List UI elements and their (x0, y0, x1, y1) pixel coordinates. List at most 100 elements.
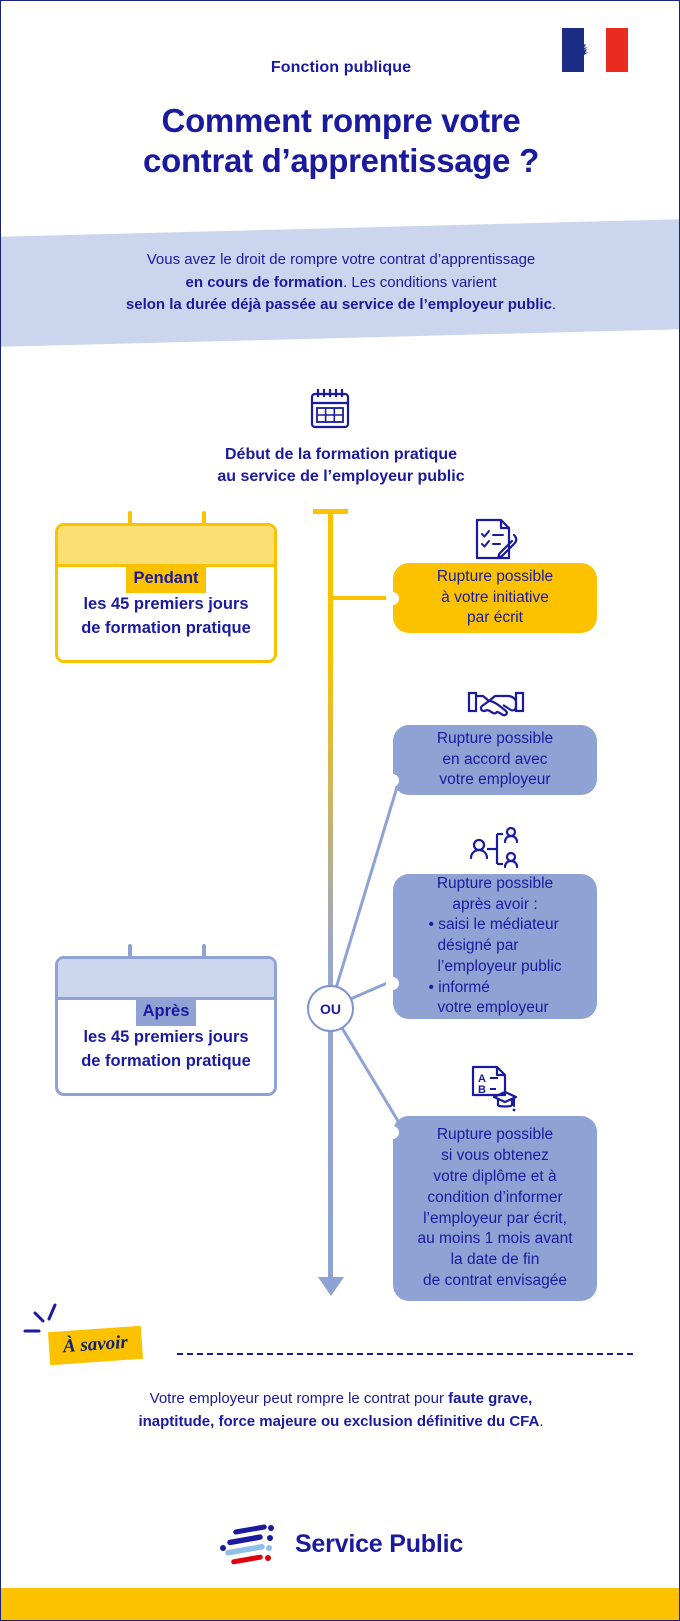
period-card-band (58, 526, 274, 567)
timeline-arrow-icon (318, 1277, 344, 1296)
callout-line: condition d’informer (427, 1188, 563, 1206)
period-line-2: de formation pratique (81, 618, 251, 637)
intro-text-1: Vous avez le droit de rompre votre contr… (146, 251, 536, 268)
period-card-body (55, 523, 277, 663)
title-line-2: contrat d’apprentissage ? (143, 142, 539, 180)
period-card-text: Après les 45 premiers jours de formation… (55, 999, 277, 1074)
callout-bullet-line: votre employeur (437, 999, 549, 1017)
bottom-accent-strip (1, 1588, 679, 1620)
callout-line: par écrit (466, 609, 523, 627)
svg-text:A: A (478, 1073, 486, 1085)
note-line-1: Votre employeur peut rompre le contrat p… (1, 1387, 679, 1410)
mediator-icon (469, 827, 519, 869)
note-text-1: Votre employeur peut rompre le contrat p… (149, 1390, 449, 1407)
note-divider (177, 1353, 633, 1355)
callout-text: Rupture possible après avoir : • saisi l… (428, 874, 561, 1019)
svg-text:B: B (478, 1084, 486, 1096)
callout-connector-knob (386, 1126, 399, 1139)
note-text-2-bold: inaptitude, force majeure ou exclusion d… (138, 1413, 540, 1431)
intro-line-2: en cours de formation. Les conditions va… (1, 272, 679, 295)
sparkle-icon (23, 1303, 57, 1333)
calendar-icon (310, 389, 350, 429)
callout-line: en accord avec (442, 750, 548, 768)
intro-paragraph: Vous avez le droit de rompre votre contr… (1, 249, 679, 317)
callout-line: si vous obtenez (441, 1147, 549, 1165)
callout-bullet-line: désigné par (437, 937, 519, 955)
intro-text-2: . Les conditions varient (343, 273, 497, 291)
callout-bullet-line: • saisi le médiateur (428, 916, 559, 934)
callout-card-accord: Rupture possible en accord avec votre em… (386, 725, 597, 795)
intro-text-3: . (551, 296, 557, 313)
period-pill-apres: Après (135, 999, 197, 1026)
callout-line: votre diplôme et à (433, 1167, 557, 1185)
period-line-1: les 45 premiers jours (83, 1027, 249, 1046)
timeline-heading: Début de la formation pratique au servic… (1, 444, 679, 487)
document-pen-icon (475, 518, 518, 560)
kicker-label: Fonction publique (270, 59, 412, 76)
callout-line: à votre initiative (441, 588, 549, 606)
timeline-heading-line-1: Début de la formation pratique (224, 446, 457, 463)
marianne-icon (584, 36, 589, 64)
callout-connector-knob (386, 977, 399, 990)
calendar-ring-right (201, 511, 206, 533)
flag-blue-band (562, 28, 584, 72)
callout-line: la date de fin (450, 1251, 540, 1269)
french-flag-logo (562, 28, 628, 72)
period-card-text: Pendant les 45 premiers jours de formati… (55, 566, 277, 641)
footer-logo-text: Service Public (294, 1529, 464, 1558)
period-line-2: de formation pratique (81, 1051, 251, 1070)
callout-text: Rupture possible si vous obtenez votre d… (417, 1125, 572, 1291)
timeline-heading-line-2: au service de l’employeur public (217, 467, 465, 485)
period-pill-pendant: Pendant (126, 566, 206, 593)
callout-card-diplome: Rupture possible si vous obtenez votre d… (386, 1116, 597, 1301)
handshake-icon (467, 691, 525, 717)
page-title: Comment rompre votre contrat d’apprentis… (1, 101, 679, 182)
flag-white-band (584, 28, 606, 72)
calendar-rings (55, 944, 277, 966)
calendar-rings (55, 511, 277, 533)
footer-logo: Service Public (1, 1523, 679, 1565)
callout-line: Rupture possible (436, 729, 554, 747)
intro-line-3: selon la durée déjà passée au service de… (1, 294, 679, 317)
callout-line: Rupture possible (436, 567, 554, 585)
period-card-apres: Après les 45 premiers jours de formation… (55, 944, 277, 1096)
callout-line: l’employeur par écrit, (423, 1209, 567, 1227)
note-text-1-bold: faute grave, (448, 1390, 533, 1407)
period-card-body (55, 956, 277, 1096)
calendar-ring-right (201, 944, 206, 966)
callout-line: Rupture possible (436, 1126, 554, 1144)
note-paragraph: Votre employeur peut rompre le contrat p… (1, 1387, 679, 1434)
callout-connector-knob (386, 592, 399, 605)
callout-line: Rupture possible (436, 874, 554, 892)
intro-text-3-bold: selon la durée déjà passée au service de… (125, 296, 552, 313)
calendar-ring-left (128, 511, 133, 533)
intro-text-2-bold: en cours de formation (185, 273, 344, 291)
callout-connector-knob (386, 774, 399, 787)
note-line-2: inaptitude, force majeure ou exclusion d… (1, 1410, 679, 1433)
callout-line: de contrat envisagée (423, 1271, 567, 1289)
timeline-stem (328, 511, 333, 1281)
note-text-2: . (539, 1413, 544, 1431)
callout-text: Rupture possible à votre initiative par … (437, 567, 553, 629)
callout-bullet-line: l’employeur public (437, 957, 562, 975)
callout-card-mediateur: Rupture possible après avoir : • saisi l… (386, 874, 597, 1019)
period-card-pendant: Pendant les 45 premiers jours de formati… (55, 511, 277, 663)
calendar-ring-left (128, 944, 133, 966)
note-tag: À savoir (47, 1325, 143, 1366)
callout-card-initiative: Rupture possible à votre initiative par … (386, 563, 597, 633)
timeline-top-cap (313, 509, 348, 514)
period-line-1: les 45 premiers jours (83, 594, 249, 613)
callout-line: après avoir : (452, 895, 538, 913)
flag-red-band (606, 28, 628, 72)
callout-bullet-line: • informé (428, 978, 490, 996)
intro-line-1: Vous avez le droit de rompre votre contr… (1, 249, 679, 272)
title-line-1: Comment rompre votre (161, 102, 521, 139)
intro-band-background (1, 219, 679, 347)
branch-node-ou: OU (307, 985, 354, 1032)
callout-text: Rupture possible en accord avec votre em… (437, 729, 553, 791)
period-card-band (58, 959, 274, 1000)
callout-line: au moins 1 mois avant (417, 1230, 573, 1248)
diploma-icon: A B (471, 1065, 517, 1112)
